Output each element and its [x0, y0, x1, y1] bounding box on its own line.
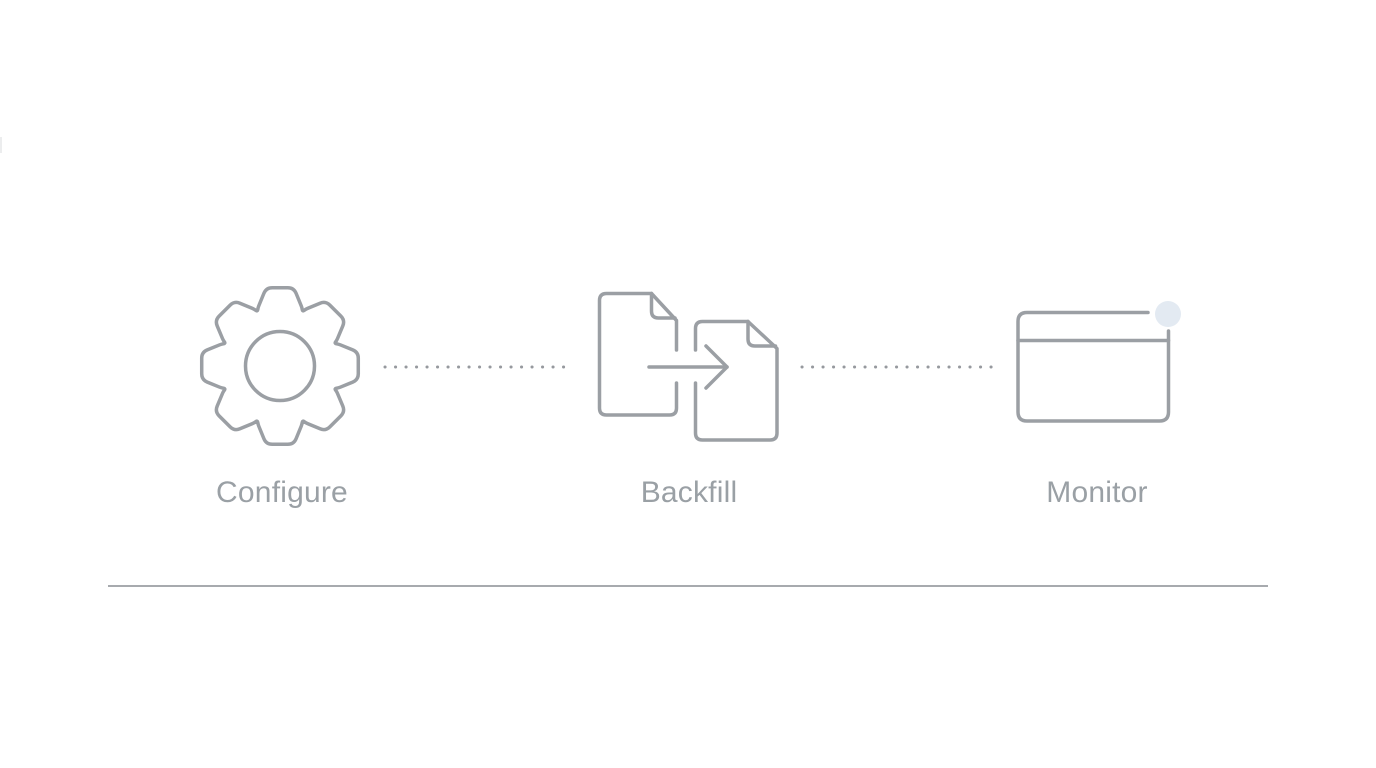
dotted-connector-1 — [383, 365, 573, 369]
file-transfer-icon — [597, 291, 779, 442]
step-label-backfill: Backfill — [640, 476, 738, 509]
browser-window-icon — [1016, 301, 1181, 423]
left-edge-artifact — [0, 137, 2, 153]
browser-window-outline — [1016, 310, 1171, 423]
arrow-head — [704, 344, 729, 390]
notification-dot-icon — [1155, 301, 1181, 327]
right-file-fold — [746, 319, 778, 348]
section-divider — [108, 585, 1268, 587]
dotted-connector-2 — [800, 365, 994, 369]
left-file-fold — [649, 291, 677, 320]
gear-path — [199, 285, 361, 447]
gear-hub-circle — [243, 329, 317, 403]
right-file-outline — [693, 319, 779, 442]
left-file-outline — [597, 291, 679, 417]
step-label-monitor: Monitor — [1046, 476, 1148, 509]
step-label-configure: Configure — [216, 476, 348, 509]
gear-icon — [199, 285, 361, 447]
